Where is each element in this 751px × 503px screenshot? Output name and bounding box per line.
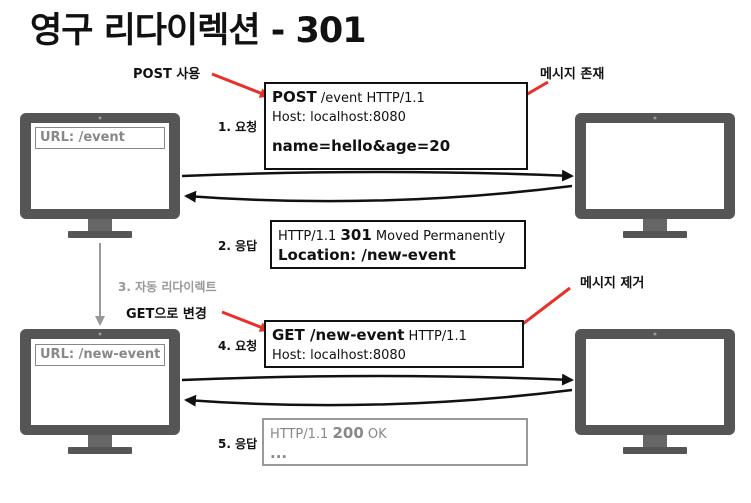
request-message-2: GET /new-event HTTP/1.1 Host: localhost:… xyxy=(264,320,524,368)
url-bar-event: URL: /event xyxy=(35,127,165,149)
response-arrow-1 xyxy=(184,184,573,203)
request-method-path: GET /new-event xyxy=(272,326,405,344)
response-body-2: ... xyxy=(270,444,288,462)
response-message-2: HTTP/1.1 200 OK ... xyxy=(262,418,528,466)
request-line-2: GET /new-event HTTP/1.1 xyxy=(272,326,522,346)
step-1-label: 1. 요청 xyxy=(218,120,258,134)
changed-to-get-note: GET으로 변경 xyxy=(126,307,207,322)
status-line: HTTP/1.1 301 Moved Permanently xyxy=(278,226,524,246)
response-message-1: HTTP/1.1 301 Moved Permanently Location:… xyxy=(270,220,526,269)
step-2-label: 2. 응답 xyxy=(218,239,258,253)
status-text: Moved Permanently xyxy=(371,229,506,244)
status-code-2: 200 xyxy=(332,424,364,442)
request-host-2: Host: localhost:8080 xyxy=(272,348,406,363)
status-text-2: OK xyxy=(363,427,387,442)
status-prefix-2: HTTP/1.1 xyxy=(270,427,333,442)
step-4-label: 4. 요청 xyxy=(218,339,258,353)
post-usage-note: POST 사용 xyxy=(133,67,201,82)
page-title: 영구 리다이렉션 - 301 xyxy=(30,11,367,51)
status-prefix: HTTP/1.1 xyxy=(278,229,341,244)
status-line-2: HTTP/1.1 200 OK xyxy=(270,424,526,444)
request-line: POST /event HTTP/1.1 xyxy=(272,88,526,108)
request-body: name=hello&age=20 xyxy=(272,137,451,155)
request-message-1: POST /event HTTP/1.1 Host: localhost:808… xyxy=(264,82,528,170)
message-exists-note: 메시지 존재 xyxy=(540,67,605,82)
step-3-label: 3. 자동 리다이렉트 xyxy=(118,280,217,294)
request-version: HTTP/1.1 xyxy=(404,329,467,344)
message-removed-note: 메시지 제거 xyxy=(580,276,645,291)
request-arrow-2 xyxy=(181,373,574,386)
url-bar-new-event: URL: /new-event xyxy=(35,344,165,366)
request-host: Host: localhost:8080 xyxy=(272,110,406,125)
response-arrow-2 xyxy=(184,388,573,407)
location-header: Location: /new-event xyxy=(278,246,456,264)
status-code: 301 xyxy=(340,226,372,244)
step-5-label: 5. 응답 xyxy=(218,437,258,451)
request-arrow-1 xyxy=(181,169,574,182)
request-method: POST xyxy=(272,88,317,106)
server-monitor-1 xyxy=(575,113,735,238)
changed-to-get-arrow xyxy=(221,310,270,332)
server-monitor-2 xyxy=(575,329,735,454)
request-path: /event HTTP/1.1 xyxy=(316,91,425,106)
post-usage-arrow xyxy=(211,72,270,98)
